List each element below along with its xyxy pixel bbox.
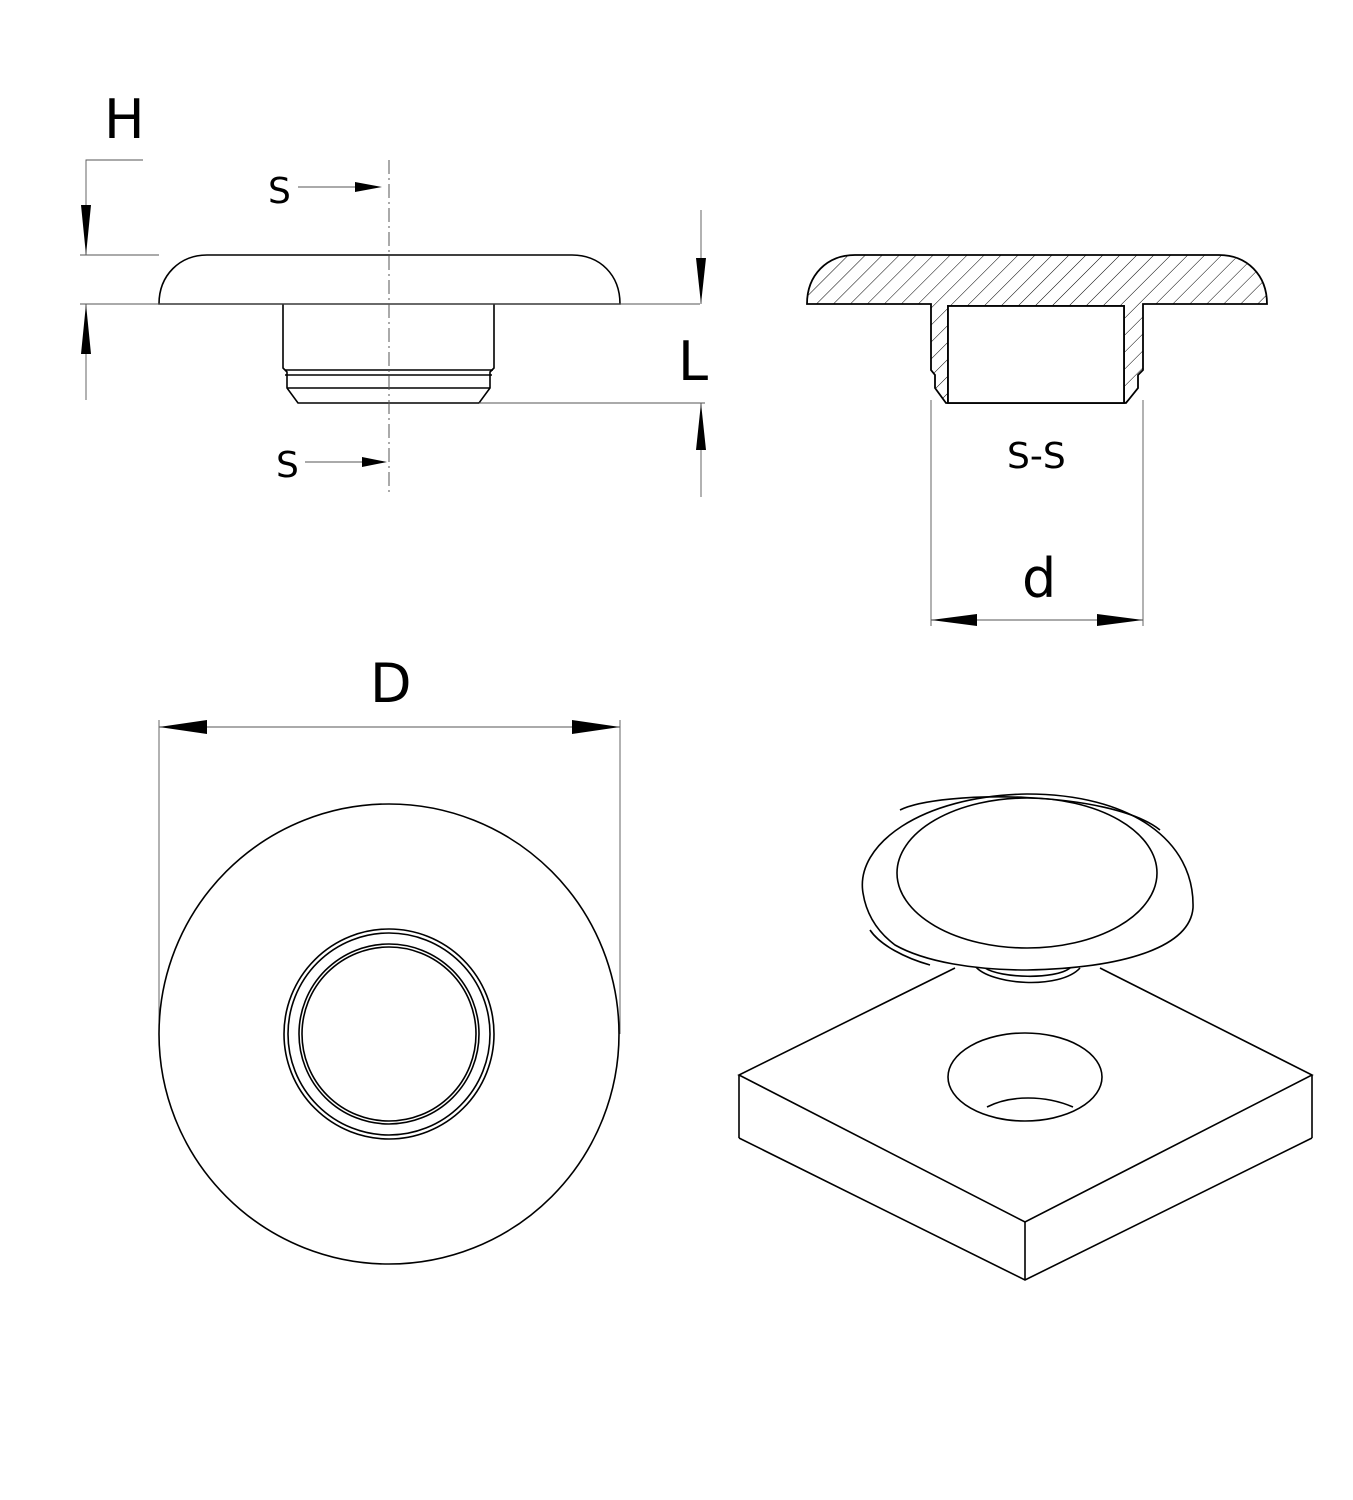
isometric-view xyxy=(737,793,1314,1281)
dimension-label-l: L xyxy=(678,330,708,393)
arrow-head xyxy=(355,182,382,192)
section-marker-bottom: S xyxy=(276,445,299,486)
mounting-block xyxy=(737,967,1314,1281)
mounting-hole xyxy=(947,1032,1103,1122)
side-view: S S H L xyxy=(80,88,708,497)
cap-head-outline xyxy=(158,254,621,305)
cap-outer-circle xyxy=(158,803,620,1265)
arrow-head xyxy=(362,457,387,467)
top-view: D xyxy=(158,652,621,1265)
section-title: S-S xyxy=(1007,436,1066,477)
section-marker-top: S xyxy=(268,171,291,212)
cap-rim xyxy=(861,793,1194,971)
dimension-label-h: H xyxy=(104,88,145,151)
dimension-label-d: d xyxy=(1022,547,1056,610)
cap-isometric xyxy=(861,793,1194,984)
dimension-label-outer-d: D xyxy=(370,652,412,715)
bore xyxy=(947,305,1125,404)
section-view: S-S d xyxy=(806,254,1268,626)
